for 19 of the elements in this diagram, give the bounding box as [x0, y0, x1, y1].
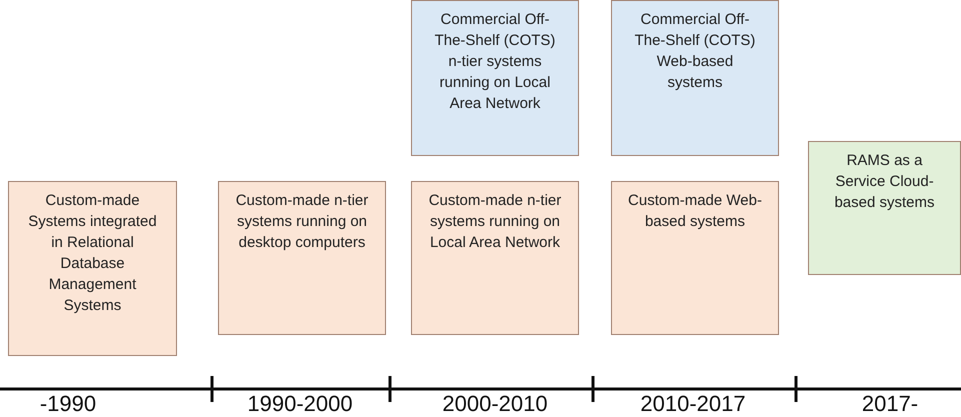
period-label: 2017- [860, 391, 920, 417]
period-label: -1990 [38, 391, 98, 417]
period-label: 2010-2017 [639, 391, 747, 417]
period-description: Commercial Off-The-Shelf (COTS) n-tier systems running on Local Area Network [434, 10, 556, 114]
period-description: Commercial Off-The-Shelf (COTS) Web-based systems [634, 10, 756, 93]
period-box [218, 181, 386, 335]
period-box [611, 0, 779, 156]
period-label: 2000-2010 [441, 391, 549, 417]
period-description: Custom-made Web-based systems [628, 191, 762, 232]
period-description: Custom-made n-tier systems running on Local Area Network [428, 191, 562, 253]
period-box [611, 181, 779, 335]
period-description: Custom-made n-tier systems running on desktop computers [235, 191, 369, 253]
period-description: Custom-made Systems integrated in Relational Database Management Systems [27, 191, 158, 316]
period-description: RAMS as a Service Cloud-based systems [833, 151, 936, 213]
period-label: 1990-2000 [246, 391, 354, 417]
period-box [8, 181, 177, 356]
period-box [808, 141, 961, 275]
period-box [411, 0, 579, 156]
period-box [411, 181, 579, 335]
